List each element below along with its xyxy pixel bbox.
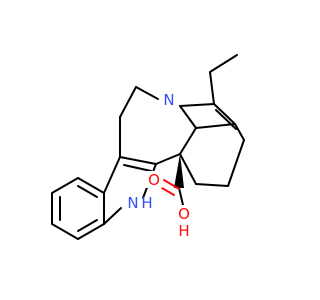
molecule-structure: N N H O O H — [51, 54, 245, 240]
stereo-wedge — [174, 154, 184, 188]
bond — [195, 183, 229, 187]
bond — [119, 86, 137, 118]
bond — [77, 177, 105, 194]
bond — [179, 153, 197, 185]
carboxylic-acid-group — [161, 179, 184, 206]
bond — [123, 164, 152, 172]
label-background — [124, 195, 142, 213]
benzene-ring — [51, 177, 105, 240]
bond — [103, 156, 121, 194]
indole-nitrogen-label: N — [127, 194, 138, 212]
bond — [161, 187, 175, 196]
bond — [77, 219, 98, 232]
hydroxyl-oxygen-label: O — [178, 205, 190, 223]
bond — [195, 123, 236, 129]
structure-canvas: N N H O O H — [51, 54, 245, 240]
label-background — [176, 205, 192, 239]
bond — [213, 103, 236, 125]
bond — [215, 109, 237, 130]
bond — [179, 105, 197, 129]
bond — [179, 127, 197, 155]
bond — [77, 223, 105, 240]
bond — [179, 103, 215, 107]
bond — [77, 185, 98, 198]
bond — [163, 179, 180, 190]
indole-hydrogen-label: H — [141, 194, 152, 212]
bond — [227, 139, 245, 187]
bond — [234, 123, 245, 141]
bridged-ring-system — [119, 54, 245, 187]
bond — [178, 187, 184, 206]
carbonyl-oxygen-label: O — [148, 171, 160, 189]
bond — [155, 153, 181, 165]
amine-nitrogen-label: N — [163, 91, 174, 109]
bond — [209, 54, 238, 73]
label-background — [160, 91, 178, 109]
bond — [51, 177, 79, 194]
label-background — [146, 171, 162, 188]
bond — [119, 156, 157, 165]
bond — [209, 71, 215, 105]
pyrrole-ring — [103, 156, 157, 225]
bond — [135, 86, 159, 100]
hydroxyl-hydrogen-label: H — [178, 222, 189, 240]
bond — [103, 207, 122, 225]
bond — [51, 223, 79, 240]
